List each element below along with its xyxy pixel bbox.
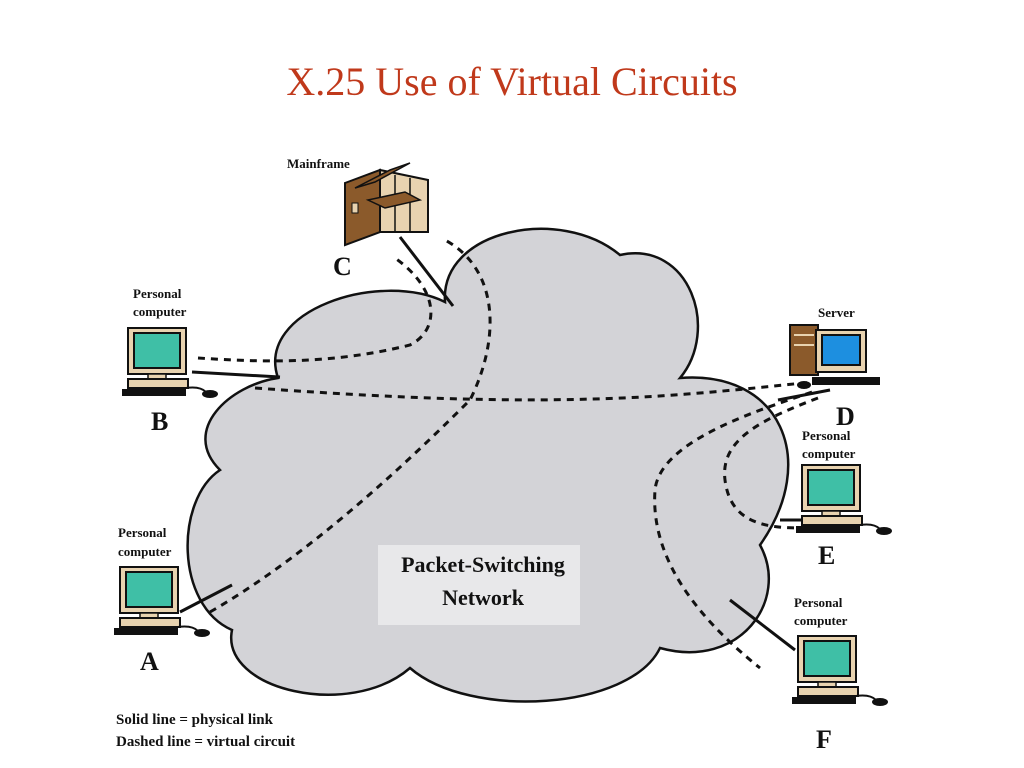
physical-link-a [179, 583, 233, 614]
network-label-box [378, 545, 580, 625]
physical-link-c [398, 236, 455, 307]
mainframe-icon [344, 162, 429, 247]
node-f-label-line2: computer [794, 613, 848, 628]
node-a-label-line2: computer [118, 544, 172, 559]
node-f-letter: F [816, 725, 832, 754]
physical-link-d [777, 388, 831, 402]
server-icon [789, 324, 880, 389]
personal-computer-icon [791, 635, 889, 707]
node-d-letter: D [836, 402, 855, 431]
node-a-letter: A [140, 647, 159, 676]
virtual-circuit-b-c [197, 256, 433, 363]
network-label-line2: Network [442, 585, 525, 610]
legend-dashed: Dashed line = virtual circuit [116, 734, 295, 750]
personal-computer-icon [121, 327, 219, 399]
node-b-letter: B [151, 407, 168, 436]
virtual-circuit-a-c [209, 238, 492, 614]
node-b-label-line1: Personal [133, 286, 182, 301]
node-e-label-line1: Personal [802, 428, 851, 443]
physical-link-b [191, 370, 281, 379]
node-c-letter: C [333, 252, 352, 281]
node-a: Personal computer A [113, 525, 211, 676]
legend-solid: Solid line = physical link [116, 712, 274, 728]
server-label: Server [818, 305, 855, 320]
node-f: Personal computer F [791, 595, 889, 754]
mainframe-label: Mainframe [287, 156, 350, 171]
network-label-line1: Packet-Switching [401, 552, 565, 577]
node-e: Personal computer E [795, 428, 893, 570]
virtual-circuit-d-e [723, 396, 819, 530]
node-d: Server D [789, 305, 880, 431]
physical-link-f [729, 598, 796, 652]
virtual-circuit-d-f [653, 390, 813, 670]
node-b-label-line2: computer [133, 304, 187, 319]
personal-computer-icon [795, 464, 893, 536]
node-b: Personal computer B [121, 286, 219, 436]
node-a-label-line1: Personal [118, 525, 167, 540]
packet-switching-cloud [186, 227, 790, 703]
mainframe-c: Mainframe C [287, 156, 429, 281]
node-e-letter: E [818, 541, 835, 570]
slide-title: X.25 Use of Virtual Circuits [286, 59, 738, 104]
node-f-label-line1: Personal [794, 595, 843, 610]
node-e-label-line2: computer [802, 446, 856, 461]
